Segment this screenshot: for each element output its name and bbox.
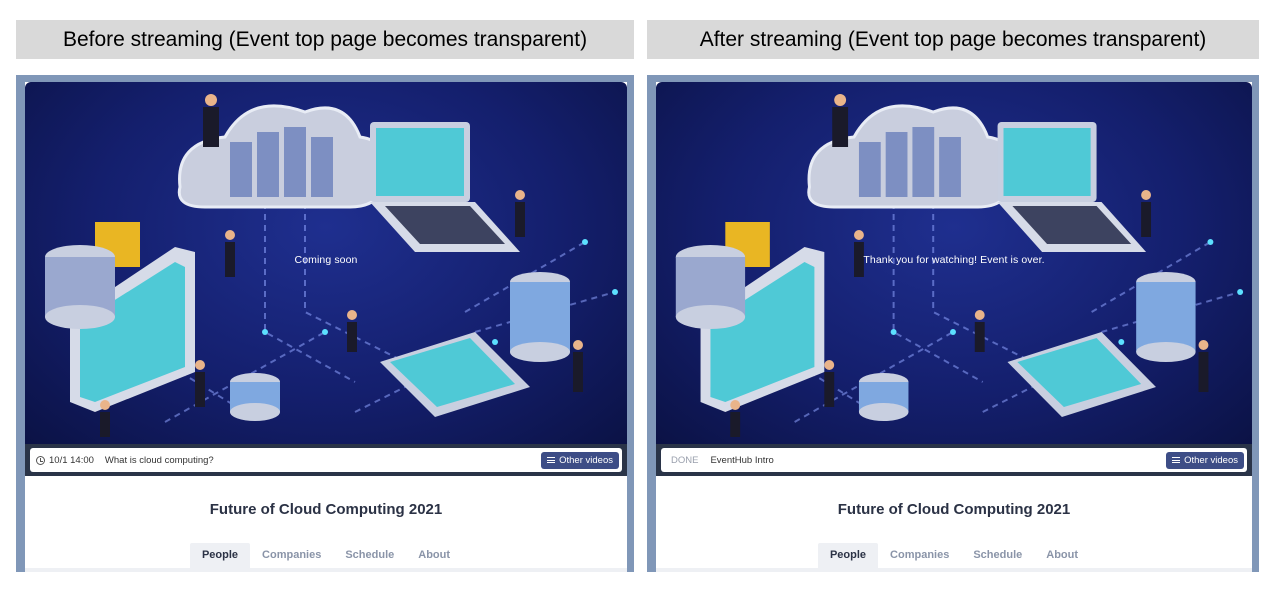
other-videos-button[interactable]: Other videos [541,451,619,469]
browser-frame: Coming soon 10/1 14:00 What is cloud com… [16,75,634,572]
video-title: EventHub Intro [710,454,774,466]
player-control-strip: DONE EventHub Intro Other videos [656,444,1252,476]
event-page: Thank you for watching! Event is over. D… [656,82,1252,572]
event-title: Future of Cloud Computing 2021 [209,501,443,518]
overlay-message: Coming soon [294,254,358,266]
list-icon [547,457,556,463]
event-title: Future of Cloud Computing 2021 [837,501,1071,518]
event-tabs: People Companies Schedule About [656,543,1252,568]
tab-divider [25,568,627,572]
after-streaming-panel: After streaming (Event top page becomes … [647,0,1259,594]
list-icon [1172,457,1181,463]
browser-frame: Thank you for watching! Event is over. D… [647,75,1259,572]
overlay-message: Thank you for watching! Event is over. [863,254,1045,266]
event-tabs: People Companies Schedule About [25,543,627,568]
other-videos-label: Other videos [559,454,613,466]
tab-about[interactable]: About [418,549,451,561]
tab-divider [656,568,1252,572]
tab-companies[interactable]: Companies [890,549,950,561]
tab-schedule[interactable]: Schedule [973,549,1023,561]
tab-people[interactable]: People [189,543,251,568]
other-videos-label: Other videos [1184,454,1238,466]
tab-about[interactable]: About [1046,549,1079,561]
status-badge: DONE [671,454,699,466]
start-time: 10/1 14:00 [49,454,94,466]
player-info-bar: DONE EventHub Intro Other videos [661,448,1247,472]
video-player[interactable]: Coming soon [25,82,627,444]
event-page: Coming soon 10/1 14:00 What is cloud com… [25,82,627,572]
player-control-strip: 10/1 14:00 What is cloud computing? Othe… [25,444,627,476]
tab-companies[interactable]: Companies [262,549,322,561]
video-title: What is cloud computing? [104,454,214,466]
after-caption: After streaming (Event top page becomes … [647,20,1259,59]
cloud-computing-illustration [45,94,618,437]
clock-icon [36,455,45,465]
player-info-bar: 10/1 14:00 What is cloud computing? Othe… [30,448,622,472]
tab-schedule[interactable]: Schedule [345,549,395,561]
video-player[interactable]: Thank you for watching! Event is over. [656,82,1252,444]
other-videos-button[interactable]: Other videos [1166,451,1244,469]
before-caption: Before streaming (Event top page becomes… [16,20,634,59]
before-streaming-panel: Before streaming (Event top page becomes… [16,0,634,594]
cloud-computing-illustration [675,94,1244,437]
tab-people[interactable]: People [817,543,879,568]
